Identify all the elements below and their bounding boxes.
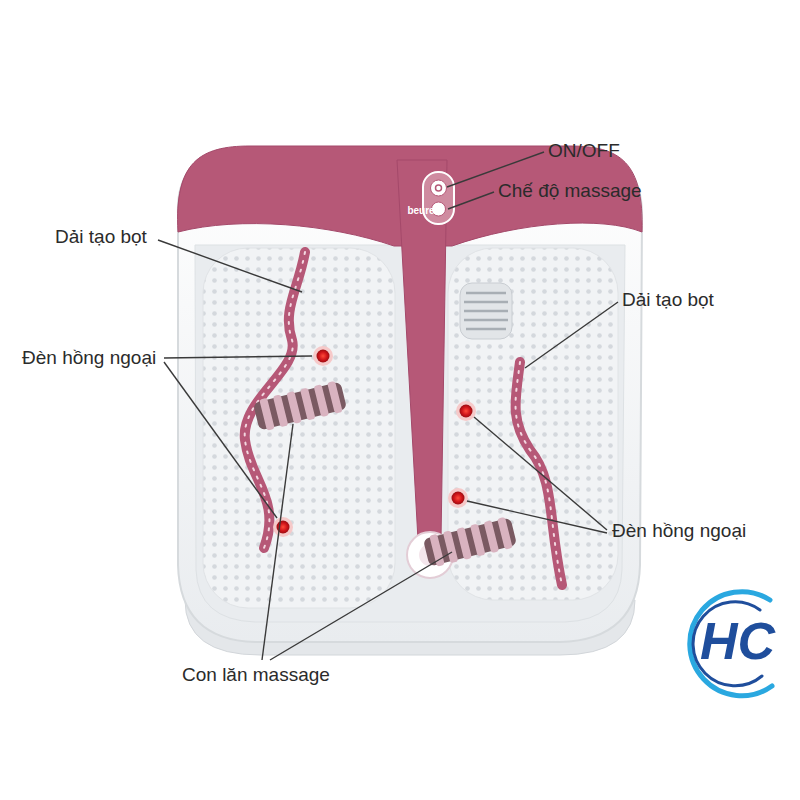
logo-text: HC	[700, 610, 775, 672]
part-label: Con lăn massage	[182, 664, 330, 687]
vent-grille	[460, 283, 512, 339]
part-label: Dải tạo bọt	[622, 289, 714, 312]
bubble-strip	[245, 252, 562, 585]
leader-line	[158, 152, 618, 660]
part-label: Dải tạo bọt	[55, 226, 147, 249]
part-label: Đèn hồng ngoại	[22, 347, 156, 370]
control-label: Chế độ massage	[498, 180, 642, 203]
part-label: Đèn hồng ngoại	[612, 520, 746, 543]
control-panel	[423, 172, 454, 224]
massage-roller	[252, 380, 347, 433]
control-label: ON/OFF	[548, 140, 620, 163]
infrared-light	[273, 346, 476, 537]
left-footbed	[203, 248, 395, 608]
brand-label: beurer	[404, 205, 442, 217]
